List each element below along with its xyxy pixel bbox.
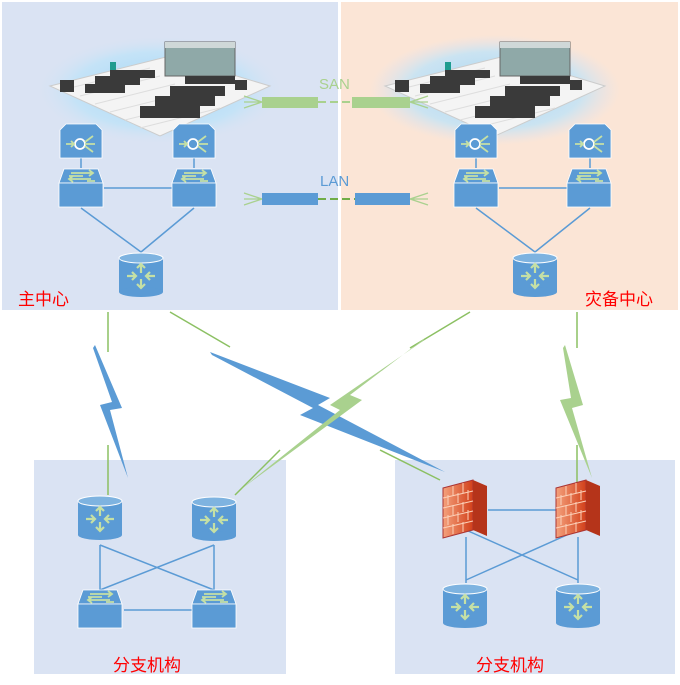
firewall-icon bbox=[555, 479, 601, 539]
switch-icon bbox=[566, 168, 612, 208]
branch-left-label: 分支机构 bbox=[113, 656, 181, 676]
lightning-right-icon bbox=[560, 345, 592, 478]
lan-label: LAN bbox=[320, 173, 350, 190]
router-icon bbox=[190, 495, 238, 543]
router-icon bbox=[511, 251, 559, 299]
san-link bbox=[243, 95, 429, 109]
san-label: SAN bbox=[319, 76, 350, 93]
load-balancer-icon bbox=[59, 123, 103, 159]
main-center-label: 主中心 bbox=[18, 290, 69, 310]
lightning-cross-blue-icon bbox=[210, 352, 445, 472]
load-balancer-icon bbox=[568, 123, 612, 159]
router-icon bbox=[554, 582, 602, 630]
lightning-left-icon bbox=[93, 345, 128, 478]
switch-icon bbox=[171, 168, 217, 208]
site-links bbox=[80, 158, 591, 611]
load-balancer-icon bbox=[454, 123, 498, 159]
switch-icon bbox=[77, 589, 123, 629]
switch-icon bbox=[191, 589, 237, 629]
wan-links bbox=[107, 311, 578, 496]
router-icon bbox=[76, 494, 124, 542]
branch-right-panel bbox=[395, 460, 675, 674]
branch-right-label: 分支机构 bbox=[476, 656, 544, 676]
backup-center-label: 灾备中心 bbox=[585, 290, 653, 310]
switch-icon bbox=[453, 168, 499, 208]
firewall-icon bbox=[442, 479, 488, 539]
lan-link bbox=[243, 192, 429, 206]
switch-icon bbox=[58, 168, 104, 208]
router-icon bbox=[441, 582, 489, 630]
router-icon bbox=[117, 251, 165, 299]
load-balancer-icon bbox=[172, 123, 216, 159]
